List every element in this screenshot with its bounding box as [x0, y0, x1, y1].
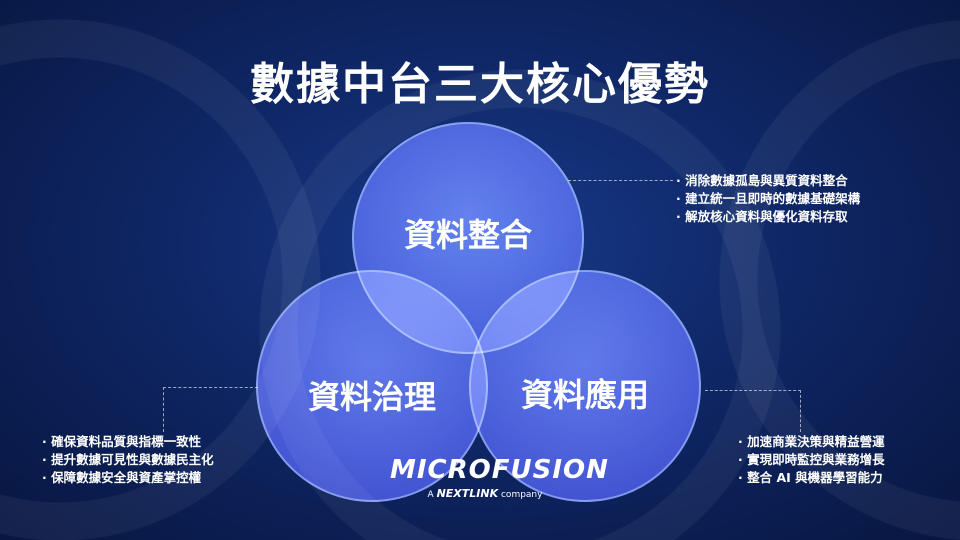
connector-line [568, 180, 673, 181]
list-item: 保障數據安全與資產掌控權 [51, 470, 202, 485]
logo-name: MICROFUSION [390, 455, 609, 485]
application-list: · 加速商業決策與精益營運 · 實現即時監控與業務增長 · 整合 AI 與機器學… [738, 434, 885, 485]
microfusion-logo: MICROFUSION A NEXTLINK company [390, 455, 609, 500]
logo-suffix: company [500, 490, 543, 500]
list-item: 建立統一且即時的數據基礎架構 [685, 191, 861, 206]
list-item: 實現即時監控與業務增長 [747, 452, 885, 467]
list-item: 加速商業決策與精益營運 [747, 434, 885, 449]
label-integration: 資料整合 [403, 216, 532, 254]
page-title: 數據中台三大核心優勢 [250, 59, 710, 110]
list-item: 確保資料品質與指標一致性 [51, 434, 202, 449]
logo-partner: NEXTLINK [436, 487, 499, 500]
list-item: 解放核心資料與優化資料存取 [685, 209, 848, 224]
label-application: 資料應用 [520, 376, 649, 414]
governance-list: · 確保資料品質與指標一致性 · 提升數據可見性與數據民主化 · 保障數據安全與… [42, 434, 214, 485]
circle-application [469, 270, 701, 502]
label-governance: 資料治理 [307, 378, 436, 416]
list-item: 消除數據孤島與異質資料整合 [685, 173, 848, 188]
integration-list: · 消除數據孤島與異質資料整合 · 建立統一且即時的數據基礎架構 · 解放核心資… [676, 173, 861, 224]
connector-line [705, 390, 801, 432]
list-item: 整合 AI 與機器學習能力 [747, 470, 883, 485]
logo-prefix: A [427, 490, 434, 500]
connector-line [163, 387, 258, 432]
list-item: 提升數據可見性與數據民主化 [51, 452, 214, 467]
circle-governance [256, 270, 488, 502]
